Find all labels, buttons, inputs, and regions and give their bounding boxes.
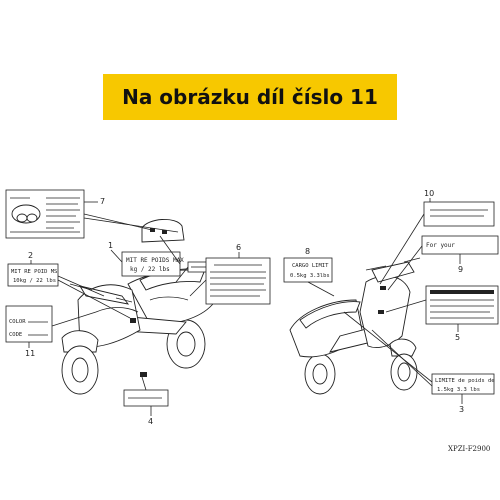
label-3-line-2: 1.5kg 3.3 lbs bbox=[437, 387, 480, 393]
callout-11: 11 bbox=[25, 349, 35, 358]
banner-text: Na obrázku díl číslo 11 bbox=[122, 85, 378, 109]
label-11-line-1: COLOR bbox=[9, 319, 26, 325]
callout-5: 5 bbox=[455, 333, 460, 342]
label-2-line-2: 10kg / 22 lbs bbox=[13, 278, 56, 284]
label-8-line-2: 0.5kg 3.3lbs bbox=[290, 273, 330, 279]
label-3-line-1: LIMITE de poids de bbox=[435, 378, 495, 384]
label-6 bbox=[205, 257, 271, 305]
label-1-line-1: MIT RE POIDS MAX bbox=[126, 257, 184, 264]
label-9-text: For your bbox=[426, 242, 455, 249]
callout-2: 2 bbox=[28, 251, 33, 260]
leader-lines bbox=[51, 213, 433, 391]
label-10 bbox=[423, 201, 495, 227]
right-scooter bbox=[289, 257, 421, 395]
part-number-banner: Na obrázku díl číslo 11 bbox=[103, 74, 397, 120]
label-2: MIT RE POID MS 10kg / 22 lbs bbox=[7, 263, 59, 287]
label-1-line-2: kg / 22 lbs bbox=[130, 266, 170, 273]
label-8: CARGO LIMIT 0.5kg 3.3lbs bbox=[283, 257, 333, 283]
callout-6: 6 bbox=[236, 243, 241, 252]
label-5 bbox=[425, 285, 499, 325]
label-11: COLOR CODE bbox=[5, 305, 53, 343]
label-8-line-1: CARGO LIMIT bbox=[292, 263, 329, 269]
left-scooter bbox=[61, 268, 220, 395]
callout-7: 7 bbox=[100, 197, 105, 206]
label-11-line-2: CODE bbox=[9, 332, 22, 338]
label-4 bbox=[123, 389, 169, 407]
label-9: For your bbox=[421, 235, 499, 255]
label-1: MIT RE POIDS MAX kg / 22 lbs bbox=[121, 251, 184, 277]
callout-10: 10 bbox=[424, 189, 434, 198]
label-3: LIMITE de poids de 1.5kg 3.3 lbs bbox=[431, 373, 495, 395]
callout-8: 8 bbox=[305, 247, 310, 256]
label-7 bbox=[5, 189, 85, 239]
callout-1: 1 bbox=[108, 241, 113, 250]
callout-9: 9 bbox=[458, 265, 463, 274]
diagram-code: XPZI-F2900 bbox=[448, 445, 490, 453]
label-2-line-1: MIT RE POID MS bbox=[11, 269, 57, 275]
callout-3: 3 bbox=[459, 405, 464, 414]
callout-4: 4 bbox=[148, 417, 153, 426]
